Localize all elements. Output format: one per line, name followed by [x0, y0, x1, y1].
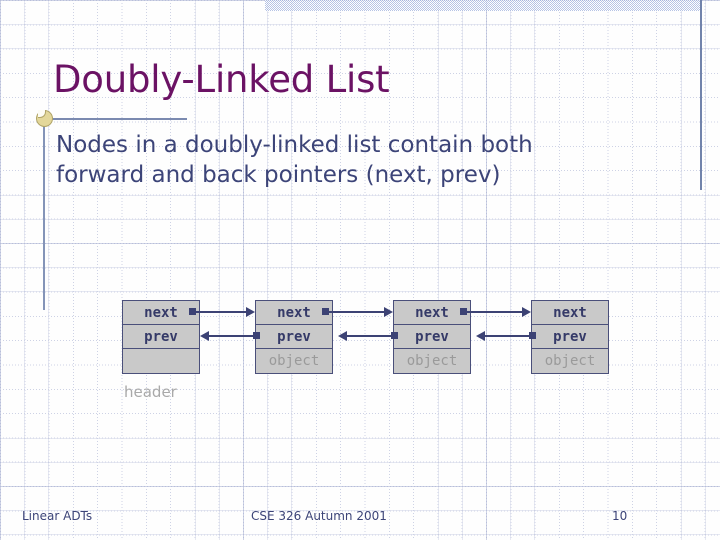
arrow-prev-node1-to-header — [200, 331, 256, 341]
arrow-next-node2-to-node3 — [466, 307, 531, 317]
cell-next: next — [532, 301, 608, 325]
cell-object: object — [406, 353, 458, 369]
node-2[interactable]: next prev object — [393, 300, 471, 374]
footer-course-label: CSE 326 Autumn 2001 — [251, 509, 387, 523]
arrow-next-node1-to-node2 — [328, 307, 393, 317]
footer-topic-label: Linear ADTs — [22, 509, 93, 523]
cell-next: next — [256, 301, 332, 325]
cell-object: object — [544, 353, 596, 369]
cell-object: object — [268, 353, 320, 369]
cell-empty — [123, 349, 199, 373]
body-text: Nodes in a doubly-linked list contain bo… — [56, 130, 636, 190]
cell-next: next — [394, 301, 470, 325]
body-line-1: Nodes in a doubly-linked list contain bo… — [56, 132, 533, 158]
node-1[interactable]: next prev object — [255, 300, 333, 374]
moon-bullet-icon — [36, 110, 53, 127]
page-title: Doubly-Linked List — [53, 58, 390, 101]
right-vertical-rule — [700, 0, 702, 190]
cell-next: next — [123, 301, 199, 325]
cell-prev: prev — [123, 325, 199, 349]
arrow-head-left-icon — [476, 331, 485, 341]
node-3[interactable]: next prev object — [531, 300, 609, 374]
arrow-head-left-icon — [200, 331, 209, 341]
cell-prev: prev — [256, 325, 332, 349]
cell-prev: prev — [532, 325, 608, 349]
footer-page-number: 10 — [612, 509, 628, 523]
cell-prev: prev — [394, 325, 470, 349]
arrow-prev-node2-to-node1 — [338, 331, 394, 341]
arrow-head-right-icon — [384, 307, 393, 317]
arrow-prev-node3-to-node2 — [476, 331, 532, 341]
arrow-head-left-icon — [338, 331, 347, 341]
arrow-head-right-icon — [246, 307, 255, 317]
arrow-head-right-icon — [522, 307, 531, 317]
title-underline-rule — [42, 118, 187, 120]
body-line-2: forward and back pointers (next, prev) — [56, 162, 501, 188]
header-node-label: header — [124, 383, 177, 401]
top-decoration-band — [265, 0, 701, 11]
arrow-next-header-to-node1 — [195, 307, 255, 317]
node-header[interactable]: next prev — [122, 300, 200, 374]
left-vertical-rule — [43, 118, 45, 310]
